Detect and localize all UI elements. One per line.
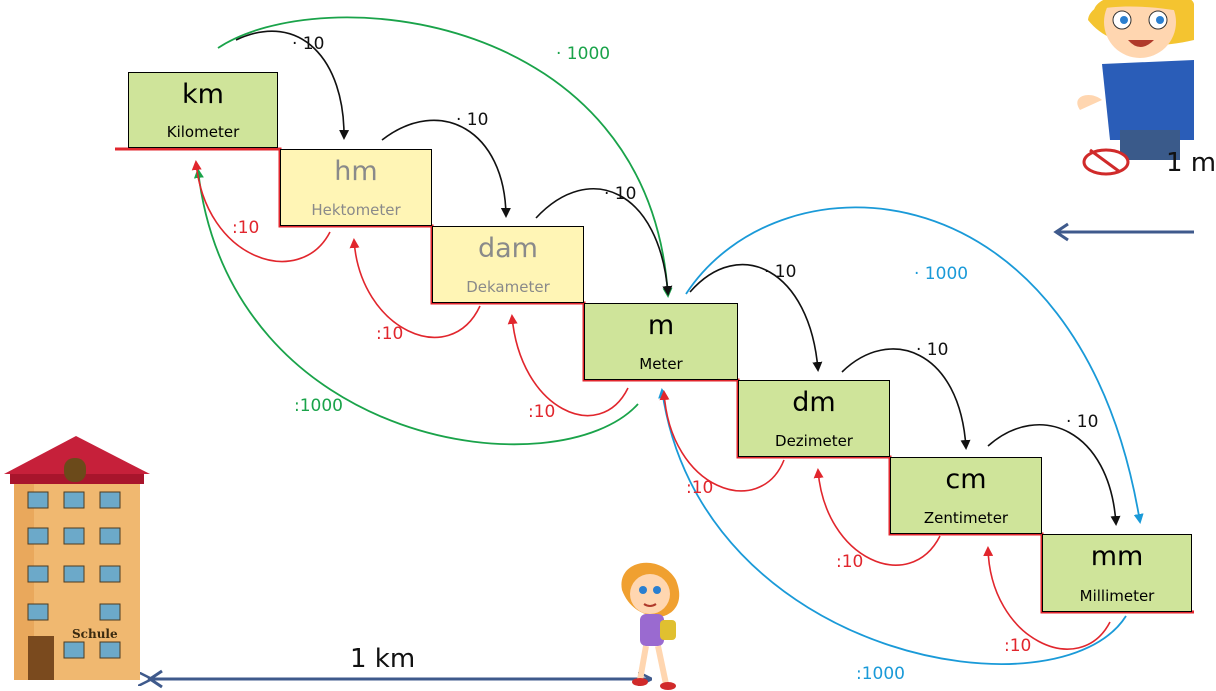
label-m-to-km: :1000 xyxy=(294,396,343,416)
arrow-dam-to-hm xyxy=(349,238,481,339)
arrow-km-to-hm xyxy=(235,30,350,140)
arrow-dam-to-m xyxy=(535,188,673,296)
arrow-hm-to-km xyxy=(191,160,331,263)
label-divide-10: :10 xyxy=(836,552,864,572)
label-multiply-10: · 10 xyxy=(456,110,489,130)
label-multiply-10: · 10 xyxy=(764,262,797,282)
unit-name: Zentimeter xyxy=(923,509,1009,527)
unit-name: Millimeter xyxy=(1079,587,1155,605)
unit-abbr: cm xyxy=(945,464,987,495)
arrow-m-to-dam xyxy=(507,314,629,417)
unit-box-km: km Kilometer xyxy=(128,72,278,148)
label-mm-to-m: :1000 xyxy=(856,664,905,684)
boy-running-icon xyxy=(1077,0,1194,176)
arrow-m-to-dm xyxy=(689,263,823,372)
arrow-m-to-km xyxy=(193,168,639,446)
arrow-dm-to-m xyxy=(659,390,785,492)
label-divide-10: :10 xyxy=(528,402,556,422)
label-multiply-10: · 10 xyxy=(604,184,637,204)
unit-name: Meter xyxy=(639,355,683,373)
unit-box-dm: dm Dezimeter xyxy=(738,380,890,457)
unit-name: Hektometer xyxy=(311,201,401,219)
label-divide-10: :10 xyxy=(232,218,260,238)
arrow-dm-to-cm xyxy=(841,348,971,450)
unit-abbr: km xyxy=(182,79,224,110)
unit-name: Dezimeter xyxy=(775,432,853,450)
label-multiply-10: · 10 xyxy=(1066,412,1099,432)
unit-box-cm: cm Zentimeter xyxy=(890,457,1042,534)
distance-km-label: 1 km xyxy=(350,644,416,674)
school-building-icon: Schule xyxy=(4,436,150,680)
unit-name: Kilometer xyxy=(166,123,240,141)
label-divide-10: :10 xyxy=(686,478,714,498)
unit-name: Dekameter xyxy=(466,278,550,296)
arrow-mm-to-m xyxy=(658,388,1127,665)
label-divide-10: :10 xyxy=(1004,636,1032,656)
distance-m-label: 1 m xyxy=(1166,148,1216,178)
arrow-m-to-mm xyxy=(685,206,1144,524)
unit-abbr: dm xyxy=(792,387,836,418)
unit-box-hm: hm Hektometer xyxy=(280,149,432,226)
girl-walking-icon xyxy=(621,562,680,690)
unit-box-m: m Meter xyxy=(584,303,738,380)
arrow-cm-to-dm xyxy=(813,468,941,566)
label-m-to-mm: · 1000 xyxy=(914,264,969,284)
arrow-mm-to-cm xyxy=(983,546,1111,650)
unit-box-dam: dam Dekameter xyxy=(432,226,584,303)
school-sign: Schule xyxy=(72,627,118,641)
arrow-km-to-m xyxy=(217,16,673,298)
unit-abbr: dam xyxy=(478,233,538,264)
unit-abbr: hm xyxy=(334,156,378,187)
label-multiply-10: · 10 xyxy=(916,340,949,360)
unit-abbr: m xyxy=(647,310,675,341)
unit-abbr: mm xyxy=(1090,541,1144,572)
staircase-line xyxy=(115,147,1194,614)
label-divide-10: :10 xyxy=(376,324,404,344)
unit-box-mm: mm Millimeter xyxy=(1042,534,1192,612)
label-km-to-m: · 1000 xyxy=(556,44,611,64)
arrow-hm-to-dam xyxy=(381,119,511,218)
arrow-cm-to-mm xyxy=(987,423,1121,526)
label-multiply-10: · 10 xyxy=(292,34,325,54)
